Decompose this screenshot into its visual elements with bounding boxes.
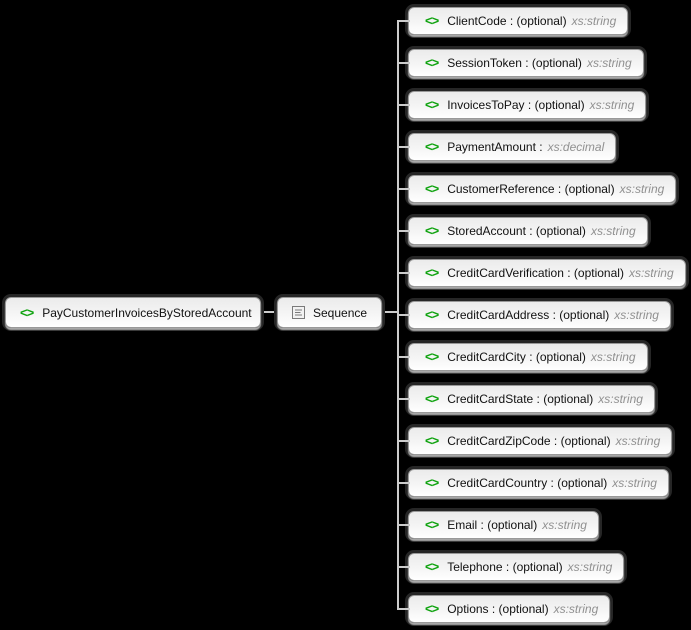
element-node[interactable]: <> CreditCardState : (optional) xs:strin… bbox=[397, 385, 655, 413]
element-node[interactable]: <> ClientCode : (optional) xs:string bbox=[397, 7, 629, 35]
element-type-label: xs:string bbox=[571, 14, 617, 28]
element-label: SessionToken : (optional) bbox=[447, 56, 582, 70]
element-node[interactable]: <> CreditCardZipCode : (optional) xs:str… bbox=[397, 427, 673, 455]
element-label: InvoicesToPay : (optional) bbox=[447, 98, 585, 112]
element-label: CreditCardState : (optional) bbox=[447, 392, 594, 406]
connector-stub bbox=[397, 524, 410, 526]
element-icon: <> bbox=[425, 223, 439, 238]
element-type-label: xs:string bbox=[614, 308, 659, 322]
element-type-label: xs:string bbox=[615, 434, 661, 448]
connector-stub bbox=[397, 62, 410, 64]
connector-stub bbox=[397, 272, 410, 274]
element-icon: <> bbox=[425, 307, 439, 322]
element-node[interactable]: <> CreditCardAddress : (optional) xs:str… bbox=[397, 301, 671, 329]
element-type-label: xs:string bbox=[590, 350, 636, 364]
element-label: PaymentAmount : bbox=[447, 140, 543, 154]
element-node[interactable]: <> CreditCardCity : (optional) xs:string bbox=[397, 343, 648, 371]
element-node[interactable]: <> CreditCardCountry : (optional) xs:str… bbox=[397, 469, 669, 497]
element-label: CreditCardVerification : (optional) bbox=[447, 266, 624, 280]
element-label: CreditCardCity : (optional) bbox=[447, 350, 586, 364]
element-node[interactable]: <> StoredAccount : (optional) xs:string bbox=[397, 217, 648, 245]
connector-stub bbox=[397, 314, 410, 316]
element-icon: <> bbox=[425, 139, 439, 154]
element-node[interactable]: <> CustomerReference : (optional) xs:str… bbox=[397, 175, 677, 203]
connector-stub bbox=[397, 146, 410, 148]
element-icon: <> bbox=[425, 349, 439, 364]
element-icon: <> bbox=[425, 391, 439, 406]
sequence-label: Sequence bbox=[313, 305, 368, 320]
connector-stub bbox=[397, 20, 410, 22]
element-label: CreditCardCountry : (optional) bbox=[447, 476, 608, 490]
element-type-label: xs:string bbox=[612, 476, 657, 490]
element-type-label: xs:decimal bbox=[547, 140, 605, 154]
element-icon: <> bbox=[425, 181, 439, 196]
element-type-label: xs:string bbox=[553, 602, 599, 616]
element-type-label: xs:string bbox=[628, 266, 674, 280]
connector-stub bbox=[397, 230, 410, 232]
element-label: StoredAccount : (optional) bbox=[447, 224, 586, 238]
element-label: Email : (optional) bbox=[447, 518, 538, 532]
root-element-label: PayCustomerInvoicesByStoredAccount bbox=[42, 305, 252, 320]
element-node[interactable]: <> Email : (optional) xs:string bbox=[397, 511, 599, 539]
element-node[interactable]: <> Telephone : (optional) xs:string bbox=[397, 553, 625, 581]
element-type-label: xs:string bbox=[586, 56, 632, 70]
element-node[interactable]: <> SessionToken : (optional) xs:string bbox=[397, 49, 644, 77]
element-label: ClientCode : (optional) bbox=[447, 14, 567, 28]
connector-stub bbox=[397, 188, 410, 190]
connector-stub bbox=[397, 608, 410, 610]
connector-stub bbox=[397, 566, 410, 568]
element-label: Options : (optional) bbox=[447, 602, 549, 616]
element-type-label: xs:string bbox=[598, 392, 643, 406]
element-node[interactable]: <> PaymentAmount : xs:decimal bbox=[397, 133, 617, 161]
element-label: Telephone : (optional) bbox=[447, 560, 563, 574]
connector-stub bbox=[397, 440, 410, 442]
element-type-label: xs:string bbox=[567, 560, 613, 574]
element-icon: <> bbox=[425, 559, 439, 574]
element-icon: <> bbox=[425, 265, 439, 280]
element-type-label: xs:string bbox=[589, 98, 635, 112]
element-icon: <> bbox=[425, 13, 439, 28]
element-icon: <> bbox=[20, 304, 34, 320]
sequence-icon bbox=[292, 306, 305, 319]
element-label: CreditCardAddress : (optional) bbox=[447, 308, 610, 322]
element-type-label: xs:string bbox=[590, 224, 636, 238]
element-icon: <> bbox=[425, 475, 439, 490]
connector-stub bbox=[397, 104, 410, 106]
element-type-label: xs:string bbox=[542, 518, 587, 532]
element-type-label: xs:string bbox=[619, 182, 665, 196]
connector-stub bbox=[397, 398, 410, 400]
sequence-node[interactable]: Sequence bbox=[277, 297, 383, 328]
connector-stub bbox=[397, 356, 410, 358]
element-icon: <> bbox=[425, 433, 439, 448]
element-icon: <> bbox=[425, 97, 439, 112]
element-node[interactable]: <> Options : (optional) xs:string bbox=[397, 595, 611, 623]
element-node[interactable]: <> InvoicesToPay : (optional) xs:string bbox=[397, 91, 647, 119]
element-icon: <> bbox=[425, 55, 439, 70]
element-label: CreditCardZipCode : (optional) bbox=[447, 434, 611, 448]
element-icon: <> bbox=[425, 517, 439, 532]
element-icon: <> bbox=[425, 601, 439, 616]
element-node[interactable]: <> CreditCardVerification : (optional) x… bbox=[397, 259, 686, 287]
connector-stub bbox=[397, 482, 410, 484]
root-element-node[interactable]: <> PayCustomerInvoicesByStoredAccount bbox=[5, 297, 261, 328]
element-label: CustomerReference : (optional) bbox=[447, 182, 615, 196]
